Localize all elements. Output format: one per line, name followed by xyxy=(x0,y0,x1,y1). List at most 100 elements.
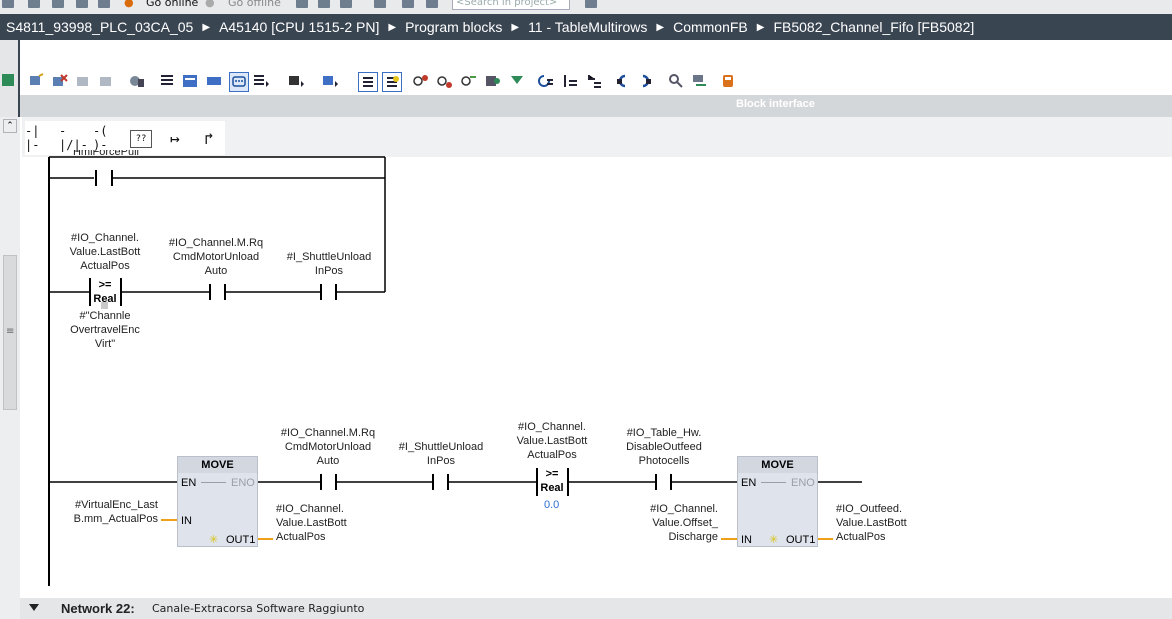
en-eno-line xyxy=(761,482,786,483)
print-preview-icon[interactable] xyxy=(76,0,88,8)
contact-operand-shuttle-inpos-2[interactable]: #I_ShuttleUnload InPos xyxy=(398,441,484,467)
empty-box-button[interactable]: ?? xyxy=(130,130,152,148)
cmp-operand-1[interactable]: #IO_Channel. Value.LastBott ActualPos xyxy=(69,232,141,272)
contact-operand-rq-cmd[interactable]: #IO_Channel.M.Rq CmdMotorUnload Auto xyxy=(168,237,264,277)
go-offline-button[interactable]: Go offline xyxy=(228,0,281,9)
contact-operand-shuttle-inpos[interactable]: #I_ShuttleUnload InPos xyxy=(286,251,372,277)
block-interface-bar[interactable]: Block interface xyxy=(20,95,1172,117)
cmp-type-1: Real xyxy=(93,293,117,305)
download-icon[interactable] xyxy=(719,72,737,90)
breadcrumb: S4811_93998_PLC_03CA_05 ▶ A45140 [CPU 151… xyxy=(0,14,1172,40)
step-over-icon[interactable] xyxy=(484,72,502,90)
go-online-button[interactable]: Go online xyxy=(146,0,199,9)
project-icon[interactable] xyxy=(2,0,14,8)
call-environment-icon[interactable] xyxy=(667,72,685,90)
editor-toolbar xyxy=(20,40,1172,95)
collapse-triangle-icon[interactable] xyxy=(29,604,39,611)
move-title: MOVE xyxy=(178,457,257,473)
chevron-right-icon: ▶ xyxy=(511,21,520,33)
comments-icon[interactable] xyxy=(229,72,249,92)
nc-contact-button[interactable]: -|/|- xyxy=(59,124,88,152)
display-format-icon[interactable] xyxy=(322,72,340,90)
cmp-operand-3[interactable]: #IO_Channel. Value.LastBott ActualPos xyxy=(516,421,588,461)
stop-cpu-icon[interactable] xyxy=(340,0,352,8)
start-cpu-icon[interactable] xyxy=(318,0,330,8)
chevron-right-icon: ▶ xyxy=(202,21,211,33)
scroll-up-icon[interactable]: ⌃ xyxy=(3,119,17,133)
breadcrumb-project[interactable]: S4811_93998_PLC_03CA_05 xyxy=(6,19,194,35)
in-pin: IN xyxy=(741,534,752,546)
monitor-icon[interactable] xyxy=(288,72,306,90)
cmp-type-2: Real xyxy=(540,482,564,494)
network-overview-icon[interactable] xyxy=(358,72,378,92)
step-into-icon[interactable] xyxy=(460,72,478,90)
accessible-devices-icon[interactable] xyxy=(296,0,308,8)
insert-network-icon[interactable] xyxy=(28,72,46,90)
expand-icon[interactable] xyxy=(2,74,14,86)
chevron-right-icon: ▶ xyxy=(388,21,397,33)
cross-reference-icon[interactable] xyxy=(374,0,386,8)
close-branch-button[interactable]: ↱ xyxy=(204,128,214,148)
search-input[interactable]: <Search in project> xyxy=(452,0,570,10)
go-online-icon[interactable]: ● xyxy=(124,0,134,9)
breadcrumb-cpu[interactable]: A45140 [CPU 1515-2 PN] xyxy=(219,19,380,35)
move1-out-operand[interactable]: #IO_Channel. Value.LastBott ActualPos xyxy=(276,503,347,543)
delete-network-icon[interactable] xyxy=(51,72,69,90)
coil-button[interactable]: -( )- xyxy=(93,124,108,152)
cmp-op-1: >= xyxy=(98,279,112,291)
open-branch-button[interactable]: ↦ xyxy=(170,128,180,148)
network-header[interactable]: Network 22: Canale-Extracorsa Software R… xyxy=(20,598,1172,619)
cmp-value[interactable]: 0.0 xyxy=(544,499,560,511)
split-horizontal-icon[interactable] xyxy=(402,0,414,8)
breadcrumb-commonfb[interactable]: CommonFB xyxy=(673,19,748,35)
print-icon[interactable] xyxy=(52,0,64,8)
move1-in-operand[interactable]: #VirtualEnc_Last B.mm_ActualPos xyxy=(73,499,158,525)
add-row-icon[interactable] xyxy=(97,72,115,90)
sparkle-icon: ✳ xyxy=(769,534,779,546)
go-offline-icon[interactable]: ● xyxy=(205,0,215,9)
move-box-2[interactable]: MOVE EN ENO IN ✳ OUT1 xyxy=(737,456,818,547)
cmp-operand-2[interactable]: #"Channle OvertravelEnc Virt" xyxy=(70,310,140,350)
network-comment[interactable]: Canale-Extracorsa Software Raggiunto xyxy=(152,602,365,615)
split-vertical-icon[interactable] xyxy=(426,0,438,8)
absolute-operands-icon[interactable] xyxy=(158,72,176,90)
in-pin: IN xyxy=(181,515,192,527)
breadcrumb-folder[interactable]: 11 - TableMultirows xyxy=(528,19,648,35)
reset-start-values-icon[interactable] xyxy=(128,72,146,90)
compare-icon[interactable] xyxy=(691,72,709,90)
sparkle-icon: ✳ xyxy=(209,534,219,546)
move2-out-operand[interactable]: #IO_Outfeed. Value.LastBott ActualPos xyxy=(836,503,907,543)
insert-row-icon[interactable] xyxy=(74,72,92,90)
move2-in-operand[interactable]: #IO_Channel. Value.Offset_ Discharge xyxy=(650,503,718,543)
cmp-op-2: >= xyxy=(545,468,559,480)
go-to-first-icon[interactable] xyxy=(537,72,555,90)
move-box-1[interactable]: MOVE EN ENO IN ✳ OUT1 xyxy=(177,456,258,547)
properties-icon[interactable] xyxy=(98,0,110,8)
cut-operand-label: HmiForcePull xyxy=(72,150,139,158)
highlight-icon[interactable] xyxy=(382,72,402,92)
contact-operand-disable-outfeed[interactable]: #IO_Table_Hw. DisableOutfeed Photocells xyxy=(626,427,702,467)
chevron-right-icon: ▶ xyxy=(656,21,665,33)
network-title: Network 22: xyxy=(61,601,135,616)
scroll-thumb[interactable] xyxy=(3,255,17,410)
favorites-icon[interactable] xyxy=(181,72,199,90)
collapse-networks-icon[interactable] xyxy=(205,72,223,90)
no-contact-button[interactable]: -| |- xyxy=(25,124,40,152)
eno-pin: ENO xyxy=(791,477,815,489)
save-icon[interactable] xyxy=(28,0,40,8)
set-breakpoint-icon[interactable] xyxy=(412,72,430,90)
lad-palette xyxy=(25,121,225,155)
tag-info-icon[interactable] xyxy=(253,72,271,90)
breadcrumb-program-blocks[interactable]: Program blocks xyxy=(405,19,503,35)
en-pin: EN xyxy=(741,477,757,489)
open-call-icon[interactable] xyxy=(613,72,631,90)
delete-breakpoint-icon[interactable] xyxy=(436,72,454,90)
go-to-prev-icon[interactable] xyxy=(561,72,579,90)
search-icon[interactable] xyxy=(585,0,597,8)
block-interface-label: Block interface xyxy=(736,98,815,110)
contact-operand-rq-cmd-2[interactable]: #IO_Channel.M.Rq CmdMotorUnload Auto xyxy=(280,427,376,467)
continue-icon[interactable] xyxy=(508,72,526,90)
close-call-icon[interactable] xyxy=(637,72,655,90)
breadcrumb-block[interactable]: FB5082_Channel_Fifo [FB5082] xyxy=(773,19,975,35)
go-to-next-icon[interactable] xyxy=(585,72,603,90)
